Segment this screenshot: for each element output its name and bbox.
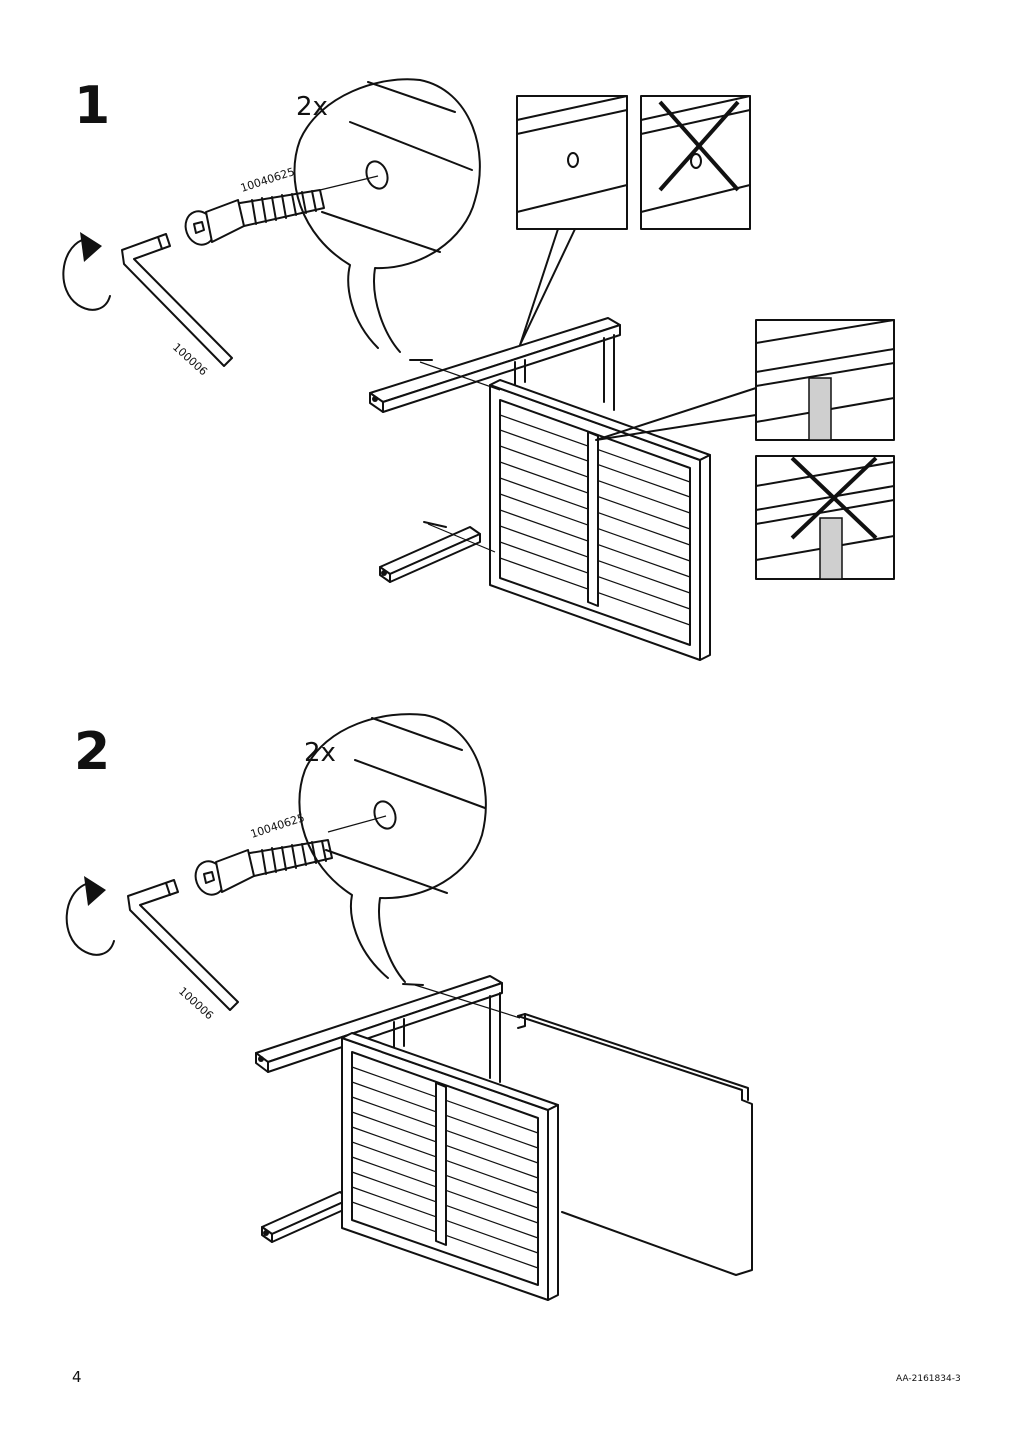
step-1-incorrect-inset xyxy=(640,95,751,230)
step-1-correct-alignment-inset xyxy=(595,319,895,441)
step-2-allen-key-icon xyxy=(127,879,239,1011)
step-2-frame xyxy=(255,975,753,1301)
step-2-detail-bubble xyxy=(298,713,487,983)
step-1-frame xyxy=(369,317,711,661)
step-1-correct-inset xyxy=(516,95,628,346)
step-1-rotate-clockwise-icon xyxy=(62,232,111,311)
step-1-wrong-x-icon xyxy=(658,100,740,192)
step-2-number: 2 xyxy=(74,722,111,782)
step-1-screw-part-number: 10040625 xyxy=(239,165,296,195)
page-number: 4 xyxy=(72,1368,82,1386)
step-2-rotate-clockwise-icon xyxy=(65,876,115,956)
step-1-wrong-x-icon-2 xyxy=(790,456,878,540)
step-1-incorrect-alignment-inset xyxy=(755,455,895,580)
step-1-screw-icon xyxy=(184,189,325,246)
step-1-number: 1 xyxy=(74,76,111,136)
step-2-screw-part-number: 10040625 xyxy=(249,811,306,841)
step-1-detail-bubble xyxy=(293,78,481,353)
step-1-quantity: 2x xyxy=(296,92,328,122)
step-2-screw-icon xyxy=(194,839,333,896)
step-1-allen-key-icon xyxy=(121,233,233,367)
document-id: AA-2161834-3 xyxy=(896,1374,961,1384)
step-2-quantity: 2x xyxy=(304,738,336,768)
